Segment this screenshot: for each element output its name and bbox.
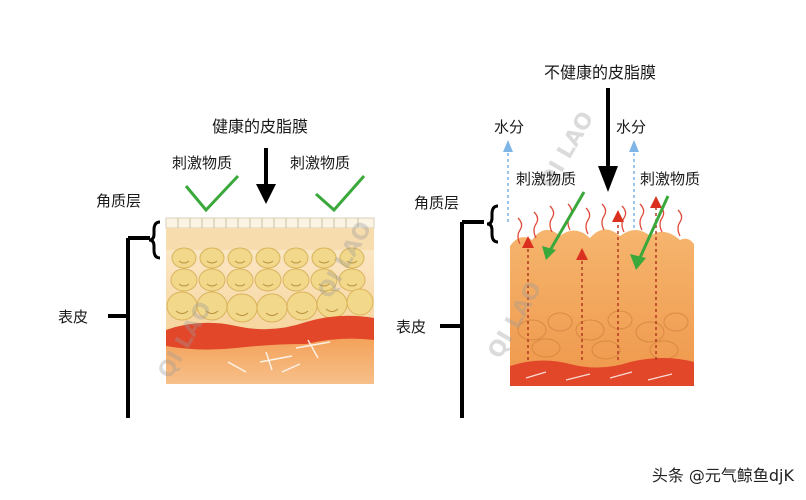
skin-cells bbox=[166, 247, 374, 323]
right-irritant-label-2: 刺激物质 bbox=[640, 170, 700, 188]
right-stratum-label: 角质层 bbox=[414, 194, 459, 212]
left-title: 健康的皮脂膜 bbox=[212, 117, 308, 136]
right-water-label-2: 水分 bbox=[616, 118, 646, 136]
left-check-marks bbox=[184, 174, 366, 213]
healthy-skin-panel bbox=[165, 217, 375, 384]
left-bracket bbox=[108, 220, 161, 418]
left-epidermis-label: 表皮 bbox=[58, 308, 88, 326]
left-irritant-label-1: 刺激物质 bbox=[172, 154, 232, 172]
right-bracket bbox=[440, 204, 499, 418]
right-irritant-label-1: 刺激物质 bbox=[516, 170, 576, 188]
left-stratum-label: 角质层 bbox=[96, 192, 141, 210]
left-black-arrow bbox=[256, 148, 276, 204]
left-irritant-label-2: 刺激物质 bbox=[290, 154, 350, 172]
right-black-arrow bbox=[598, 88, 618, 192]
unhealthy-skin-panel bbox=[510, 196, 694, 386]
source-credit: 头条 @元气鲸鱼djK bbox=[651, 466, 794, 485]
right-epidermis-label: 表皮 bbox=[396, 318, 426, 336]
right-water-label-1: 水分 bbox=[494, 118, 524, 136]
irritant-penetration-arrows bbox=[542, 191, 670, 270]
water-loss-arrows bbox=[503, 140, 639, 228]
right-title: 不健康的皮脂膜 bbox=[544, 63, 656, 82]
